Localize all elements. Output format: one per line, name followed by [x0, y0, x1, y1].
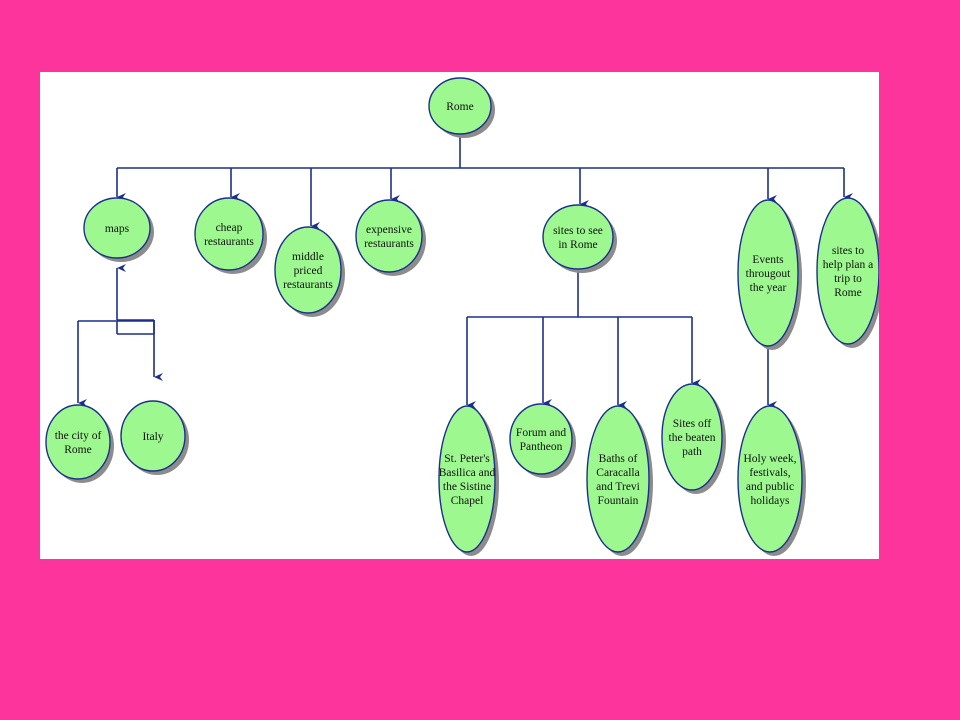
- node-cheap: cheap restaurants: [194, 197, 267, 274]
- node-ellipse: [120, 400, 186, 472]
- node-ellipse: [194, 197, 264, 271]
- node-label: Italy: [142, 431, 163, 443]
- node-ellipse: [816, 197, 879, 345]
- node-label: Rome: [834, 287, 861, 299]
- node-ellipse: [45, 404, 111, 480]
- node-expensive: expensive restaurants: [355, 199, 426, 276]
- node-ellipse: [509, 403, 573, 475]
- node-ellipse: [542, 204, 614, 270]
- node-ellipse: [438, 405, 496, 553]
- node-label: the beaten: [669, 432, 716, 444]
- node-label: priced: [294, 265, 323, 277]
- node-label: Holy week,: [743, 453, 796, 465]
- node-label: Events: [752, 254, 784, 266]
- node-ellipse: [83, 197, 151, 259]
- node-label: Forum and: [516, 427, 566, 439]
- node-ellipse: [661, 383, 723, 491]
- node-label: and Trevi: [596, 481, 640, 493]
- node-label: expensive: [366, 224, 412, 236]
- node-events: Events througout the year: [737, 199, 802, 350]
- node-label: sites to: [832, 245, 865, 257]
- node-label: restaurants: [204, 236, 254, 248]
- node-label: Fountain: [598, 495, 639, 507]
- node-label: holidays: [751, 495, 790, 507]
- node-label: Baths of: [599, 453, 638, 465]
- node-label: the city of: [55, 430, 102, 442]
- node-label: Chapel: [451, 495, 484, 507]
- node-label: in Rome: [558, 239, 597, 251]
- node-label: througout: [746, 268, 792, 280]
- node-label: festivals,: [749, 467, 790, 479]
- node-ellipse: [737, 199, 799, 347]
- node-label: sites to see: [553, 225, 603, 237]
- node-label: the year: [750, 282, 787, 294]
- node-label: St. Peter's: [444, 453, 490, 465]
- node-label: Rome: [446, 101, 473, 113]
- node-label: Rome: [64, 444, 91, 456]
- node-label: Caracalla: [596, 467, 639, 479]
- nodes: Rome maps cheap restaurants middle priced rest…: [45, 77, 879, 556]
- node-maps: maps: [83, 197, 154, 262]
- connectors: [77, 134, 853, 409]
- node-label: the Sistine: [443, 481, 491, 493]
- node-label: middle: [292, 251, 324, 263]
- node-italy: Italy: [120, 400, 189, 475]
- node-holy: Holy week, festivals, and public holidays: [737, 405, 806, 556]
- node-offbeat: Sites off the beaten path: [661, 383, 726, 494]
- node-rome: Rome: [428, 77, 495, 138]
- node-label: path: [682, 446, 702, 458]
- diagram-canvas: Rome maps cheap restaurants middle priced rest…: [40, 72, 879, 559]
- node-ellipse: [737, 405, 803, 553]
- node-label: restaurants: [283, 279, 333, 291]
- node-ellipse: [586, 405, 650, 553]
- node-plan: sites to help plan a trip to Rome: [816, 197, 879, 348]
- node-label: Pantheon: [520, 441, 563, 453]
- node-sites: sites to see in Rome: [542, 204, 617, 273]
- node-label: cheap: [216, 222, 243, 234]
- node-ellipse: [428, 77, 492, 135]
- node-ellipse: [355, 199, 423, 273]
- node-label: help plan a: [823, 259, 873, 271]
- node-label: maps: [105, 223, 130, 235]
- node-middle: middle priced restaurants: [274, 226, 345, 317]
- concept-map: Rome maps cheap restaurants middle priced rest…: [45, 77, 879, 556]
- node-label: trip to: [834, 273, 862, 285]
- node-label: Basilica and: [439, 467, 496, 479]
- node-label: Sites off: [673, 418, 712, 430]
- node-city: the city of Rome: [45, 404, 114, 483]
- node-label: and public: [746, 481, 794, 493]
- node-ellipse: [274, 226, 342, 314]
- node-label: restaurants: [364, 238, 414, 250]
